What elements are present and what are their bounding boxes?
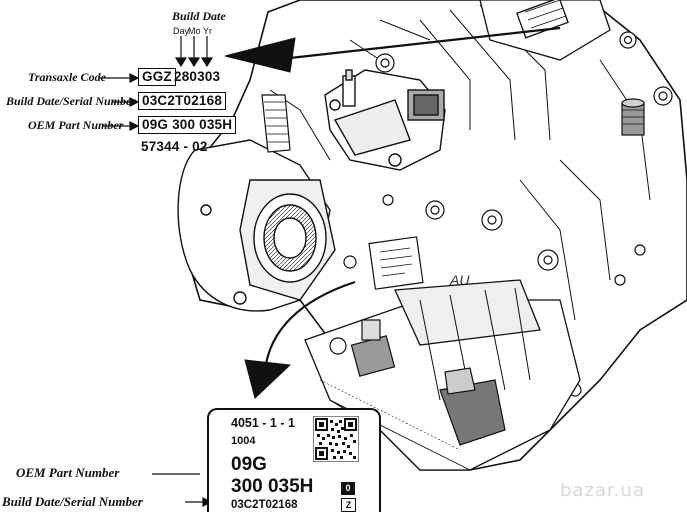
range-switch — [324, 69, 446, 171]
bolt-heads — [343, 31, 673, 397]
tag-serial: 03C2T02168 — [231, 499, 298, 511]
watermark: bazar.ua — [560, 480, 645, 501]
transaxle-code-label: Transaxle Code — [28, 70, 106, 84]
other-number-value: 57344 - 02 — [141, 139, 208, 154]
build-date-year: Yr — [203, 26, 212, 36]
tag-part-line-1: 09G — [231, 454, 267, 475]
qr-code — [313, 416, 359, 462]
tag-part-line-2: 300 035H — [231, 476, 314, 497]
tag-box-dark: 0 — [341, 482, 355, 495]
tag-box-light: Z — [341, 498, 356, 512]
arrow-head-to-tag — [244, 359, 292, 399]
build-date-ticks — [174, 36, 214, 68]
build-serial-label: Build Date/Serial Number — [6, 94, 137, 108]
bell-housing — [177, 139, 336, 312]
breather-cap — [621, 98, 645, 136]
oem-part-label: OEM Part Number — [28, 118, 124, 132]
housing-label — [368, 236, 424, 290]
serial-number-value: 03C2T02168 — [138, 92, 227, 110]
oem-part-value: 09G 300 035H — [138, 116, 237, 134]
id-tag-detail: 4051 - 1 - 1 1004 09G 300 035H — [207, 408, 381, 512]
pointer-arrows — [224, 26, 561, 399]
transaxle-code-value: GGZ — [138, 68, 176, 86]
build-date-title: Build Date — [172, 9, 226, 23]
arrow-head-to-codes — [224, 37, 296, 73]
tag-line-1: 4051 - 1 - 1 — [231, 416, 295, 430]
speed-sensor — [261, 94, 291, 153]
build-date-value: 280303 — [174, 69, 221, 84]
tag-build-label: Build Date/Serial Number — [2, 494, 143, 509]
build-date-day: Day — [173, 26, 190, 36]
electrical-connector — [329, 319, 506, 446]
tag-line-2: 1004 — [231, 435, 256, 447]
build-date-month: Mo — [188, 26, 201, 36]
tag-oem-label: OEM Part Number — [16, 465, 120, 480]
